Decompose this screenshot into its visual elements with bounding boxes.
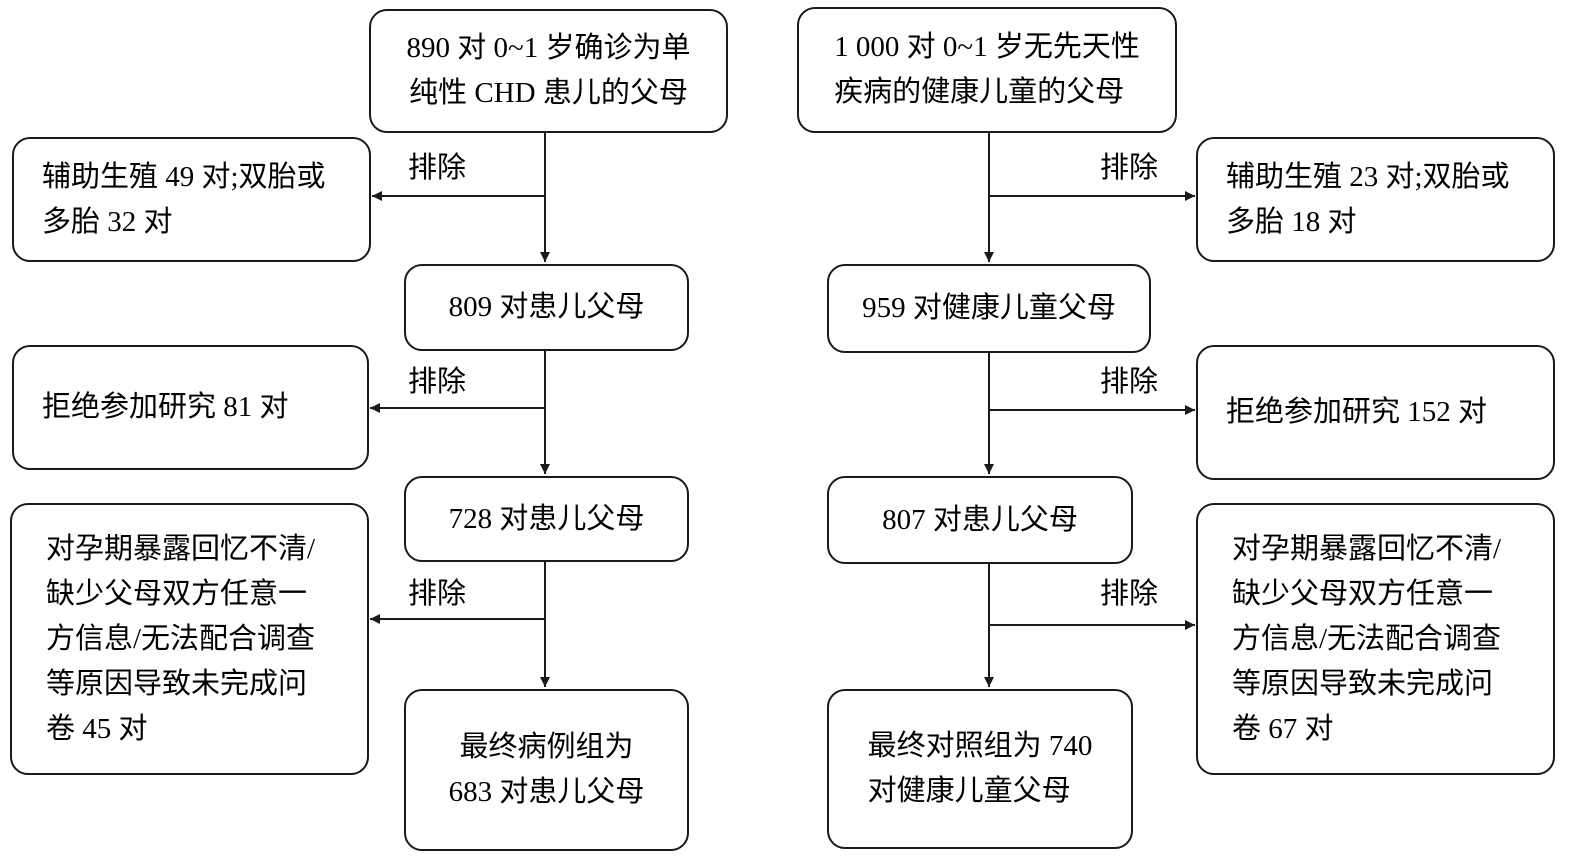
left-start-text: 890 对 0~1 岁确诊为单 纯性 CHD 患儿的父母 xyxy=(406,32,691,109)
left-exclusion-box-2: 拒绝参加研究 81 对 xyxy=(12,345,369,470)
right-exclusion-box-2: 拒绝参加研究 152 对 xyxy=(1196,345,1555,480)
exclude-label-left-1: 排除 xyxy=(408,152,467,184)
exclude-label-left-2: 排除 xyxy=(408,366,467,398)
left-exclusion-text-2: 拒绝参加研究 81 对 xyxy=(42,391,289,423)
left-start-box: 890 对 0~1 岁确诊为单 纯性 CHD 患儿的父母 xyxy=(369,9,728,133)
left-exclusion-box-1: 辅助生殖 49 对;双胎或 多胎 32 对 xyxy=(12,137,371,262)
right-final-text: 最终对照组为 740 对健康儿童父母 xyxy=(867,730,1093,807)
left-final-text: 最终病例组为 683 对患儿父母 xyxy=(448,731,645,808)
right-exclusion-text-1: 辅助生殖 23 对;双胎或 多胎 18 对 xyxy=(1226,160,1510,238)
left-step-text-2: 728 对患儿父母 xyxy=(448,502,645,535)
right-exclusion-text-2: 拒绝参加研究 152 对 xyxy=(1226,396,1488,428)
exclude-label-left-3: 排除 xyxy=(408,578,467,610)
right-step-box-2: 807 对患儿父母 xyxy=(827,476,1133,564)
right-final-box: 最终对照组为 740 对健康儿童父母 xyxy=(827,689,1133,849)
left-step-text-1: 809 对患儿父母 xyxy=(448,291,645,323)
right-start-box: 1 000 对 0~1 岁无先天性 疾病的健康儿童的父母 xyxy=(797,7,1177,133)
exclude-label-right-3: 排除 xyxy=(1100,578,1159,610)
left-step-box-1: 809 对患儿父母 xyxy=(404,264,689,351)
left-step-box-2: 728 对患儿父母 xyxy=(404,476,689,562)
right-exclusion-box-3: 对孕期暴露回忆不清/ 缺少父母双方任意一 方信息/无法配合调查 等原因导致未完成… xyxy=(1196,503,1555,775)
right-step-text-1: 959 对健康儿童父母 xyxy=(862,292,1116,324)
left-exclusion-box-3: 对孕期暴露回忆不清/ 缺少父母双方任意一 方信息/无法配合调查 等原因导致未完成… xyxy=(10,503,369,775)
left-final-box: 最终病例组为 683 对患儿父母 xyxy=(404,689,689,851)
exclude-label-right-2: 排除 xyxy=(1100,366,1159,398)
right-step-text-2: 807 对患儿父母 xyxy=(882,503,1078,536)
exclude-label-right-1: 排除 xyxy=(1100,152,1159,184)
right-exclusion-box-1: 辅助生殖 23 对;双胎或 多胎 18 对 xyxy=(1196,137,1555,262)
right-exclusion-text-3: 对孕期暴露回忆不清/ 缺少父母双方任意一 方信息/无法配合调查 等原因导致未完成… xyxy=(1232,532,1502,745)
left-exclusion-text-3: 对孕期暴露回忆不清/ 缺少父母双方任意一 方信息/无法配合调查 等原因导致未完成… xyxy=(46,532,316,745)
right-step-box-1: 959 对健康儿童父母 xyxy=(827,264,1151,353)
left-exclusion-text-1: 辅助生殖 49 对;双胎或 多胎 32 对 xyxy=(42,160,326,238)
right-start-text: 1 000 对 0~1 岁无先天性 疾病的健康儿童的父母 xyxy=(834,31,1140,108)
